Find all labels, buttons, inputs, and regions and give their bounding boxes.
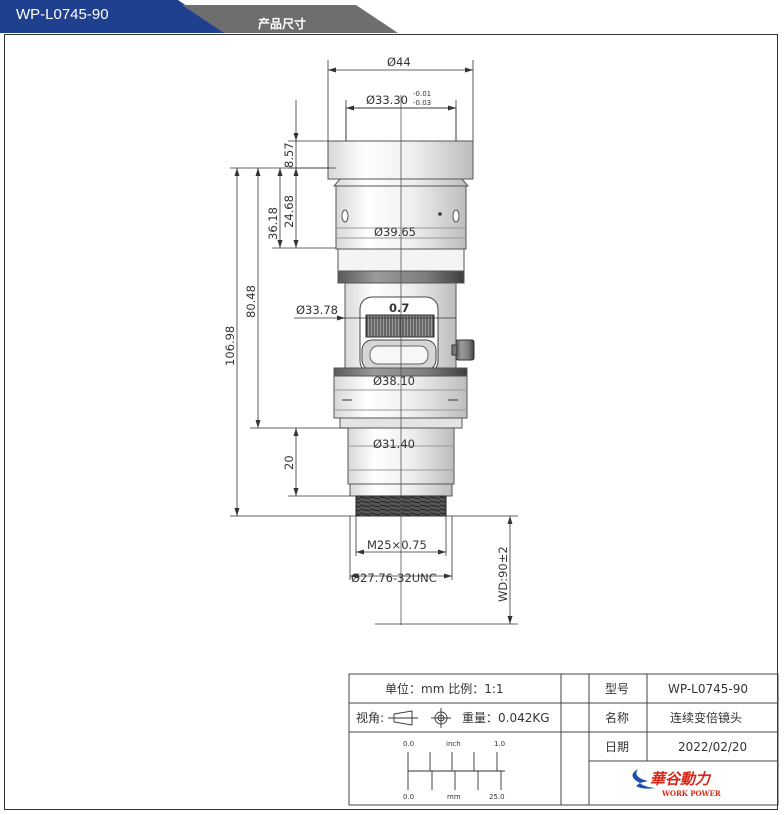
name-value: 连续变倍镜头 — [670, 710, 742, 725]
dim-d38-10: Ø38.10 — [373, 374, 415, 388]
dim-d33-78: Ø33.78 — [296, 303, 338, 317]
top-flange — [327, 140, 474, 180]
model-label: 型号 — [605, 682, 629, 696]
model-value: WP-L0745-90 — [668, 682, 748, 696]
dim-h8-57: 8.57 — [282, 142, 296, 168]
zoom-knurl — [365, 314, 435, 338]
logo-swoosh-icon — [632, 769, 648, 783]
dim-d39-65: Ø39.65 — [374, 225, 416, 239]
dim-d31-40: Ø31.40 — [373, 437, 415, 451]
dim-thread-m25: M25×0.75 — [367, 538, 427, 552]
section-tab[interactable] — [182, 5, 398, 33]
title-block — [348, 673, 779, 806]
model-tab-label: WP-L0745-90 — [16, 6, 109, 23]
zoom-scale-mark: 0.7 — [389, 301, 409, 315]
scale-mm-unit: mm — [447, 793, 461, 801]
logo-chinese: 華谷動力 — [650, 770, 712, 788]
dim-wd: WD:90±2 — [496, 546, 510, 602]
dim-h20: 20 — [282, 455, 296, 470]
scale-bar — [407, 752, 505, 790]
scale-inch-start: 0.0 — [403, 740, 414, 748]
dim-h24-68: 24.68 — [282, 195, 296, 228]
name-label: 名称 — [605, 710, 629, 725]
dim-h106-98: 106.98 — [223, 326, 237, 366]
view-angle-label: 视角: — [356, 710, 384, 725]
date-label: 日期 — [605, 740, 629, 754]
dim-h80-48: 80.48 — [244, 285, 258, 318]
dim-thread-unc: Ø27.76-32UNC — [351, 571, 437, 585]
ring-screw-left — [341, 209, 349, 223]
unit-scale-text: 单位：mm 比例：1:1 — [385, 681, 504, 696]
dimension-lines — [230, 60, 518, 625]
scale-inch-unit: inch — [446, 740, 461, 748]
dim-d33-30-tol-lower: -0.03 — [413, 99, 431, 107]
dim-d44: Ø44 — [387, 55, 411, 69]
scale-mm-end: 25.0 — [489, 793, 505, 801]
section-tab-label: 产品尺寸 — [258, 17, 307, 31]
dimension-arrows — [234, 67, 513, 624]
company-logo: 華谷動力 WORK POWER — [632, 769, 721, 798]
scale-mm-start: 0.0 — [403, 793, 414, 801]
lock-knob — [455, 339, 475, 361]
lower-zoom-ring — [333, 375, 468, 419]
logo-english: WORK POWER — [661, 789, 721, 798]
weight-text: 重量：0.042KG — [462, 711, 550, 725]
scale-inch-end: 1.0 — [494, 740, 505, 748]
model-tab[interactable] — [0, 0, 226, 33]
drawing-frame — [4, 34, 778, 810]
date-value: 2022/02/20 — [678, 740, 747, 754]
projection-symbol-icon — [388, 708, 451, 728]
ring-screw-right — [452, 209, 460, 223]
dim-d33-30: Ø33.30 — [366, 93, 408, 107]
dim-h36-18: 36.18 — [266, 207, 280, 240]
header-tab-bar — [0, 0, 398, 33]
dim-d33-30-tol-upper: -0.01 — [413, 90, 431, 98]
